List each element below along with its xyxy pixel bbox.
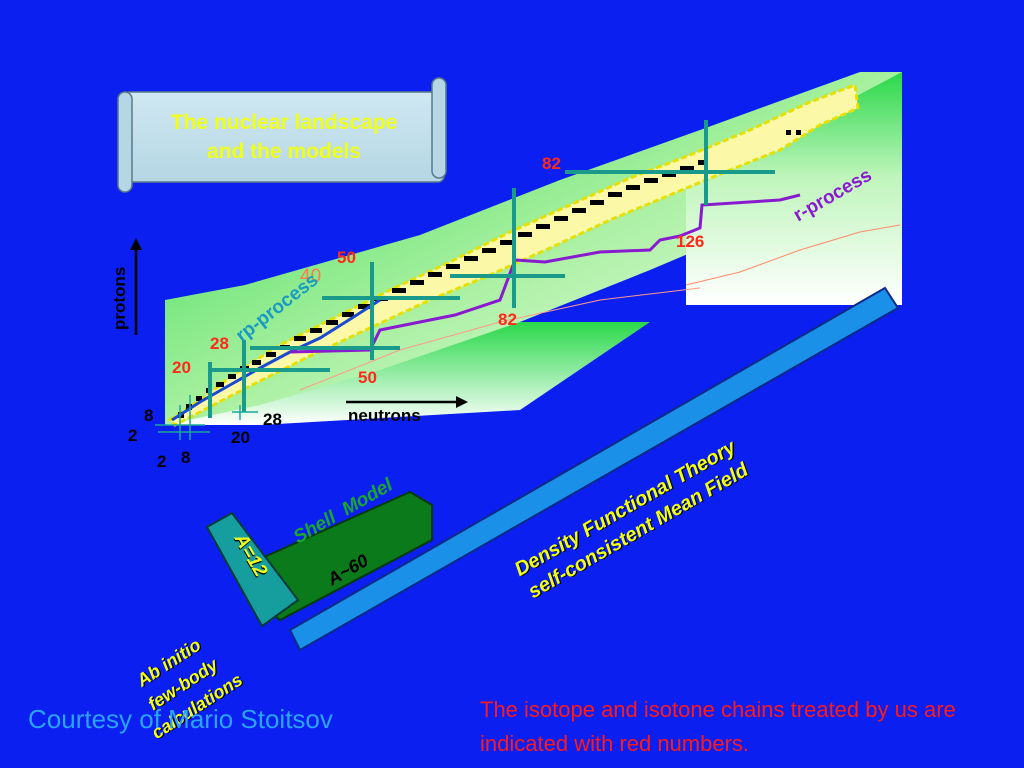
- proton-2-label: 2: [128, 426, 138, 445]
- wall-guide-line: [685, 224, 901, 286]
- dft-model-band[interactable]: [288, 286, 900, 652]
- neutrons-axis-arrow: [346, 396, 468, 408]
- small-magic-lines: [155, 395, 258, 440]
- title-scroll: [117, 77, 447, 193]
- neutron-2-label: 2: [157, 452, 167, 471]
- neutron-50-label: 50: [358, 368, 377, 387]
- title-line-2: and the models: [206, 140, 362, 163]
- ab-initio-band[interactable]: [205, 511, 300, 628]
- diagram-title: The nuclear landscape and the models: [130, 108, 438, 166]
- stable-isotope-markers: [178, 130, 801, 418]
- chart-back-wall: [686, 72, 902, 305]
- neutron-28-label: 28: [263, 410, 282, 429]
- red-numbers-note: The isotope and isotone chains treated b…: [480, 697, 956, 756]
- proton-82-label: 82: [542, 154, 561, 173]
- proton-28-label: 28: [210, 334, 229, 353]
- magic-number-lines: [208, 120, 775, 418]
- neutron-82-label: 82: [498, 310, 517, 329]
- protons-axis-label: protons: [110, 266, 129, 330]
- protons-axis-arrow: [130, 238, 142, 335]
- proton-50-label: 50: [337, 248, 356, 267]
- courtesy-credit: Courtesy of Mario Stoitsov: [28, 704, 333, 734]
- proton-40-label: 40: [300, 266, 322, 287]
- neutron-20-label: 20: [231, 428, 250, 447]
- title-line-1: The nuclear landscape: [170, 111, 398, 134]
- neutrons-axis-label: neutrons: [348, 406, 421, 425]
- neutron-8-label: 8: [181, 448, 191, 467]
- neutron-126-label: 126: [676, 232, 705, 251]
- floor-guide-line: [299, 287, 701, 391]
- proton-8-label: 8: [144, 406, 154, 425]
- proton-20-label: 20: [172, 358, 191, 377]
- r-process-path: [289, 193, 801, 354]
- rp-process-path: [171, 298, 381, 422]
